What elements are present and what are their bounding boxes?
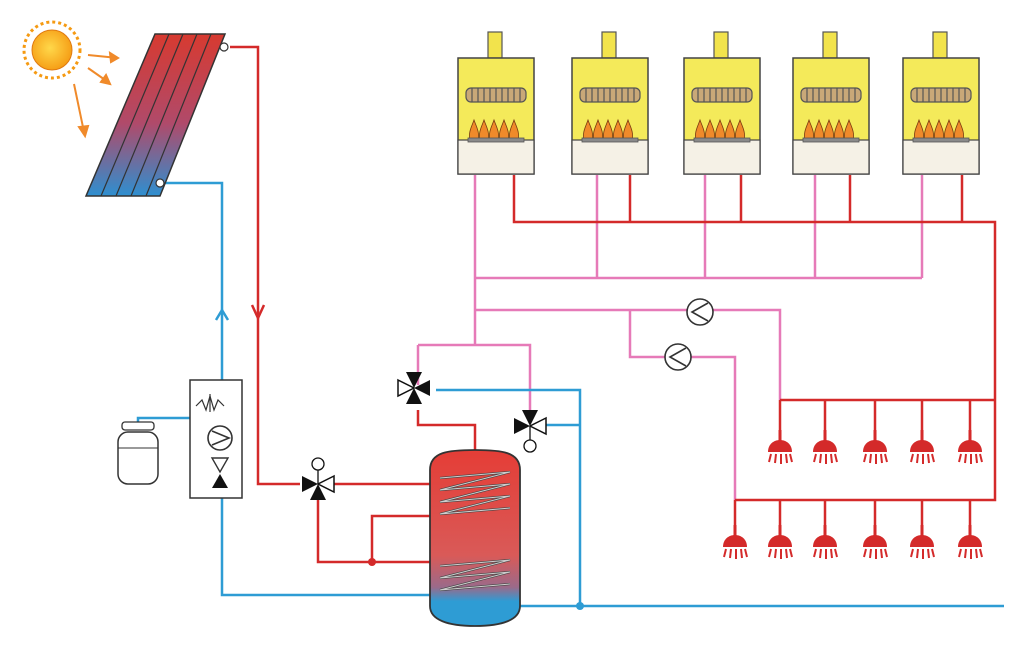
shower-heads-upper-row	[766, 428, 984, 466]
shower-heads-lower-row	[721, 523, 984, 561]
pump-station-icon	[189, 379, 243, 499]
shower-head-icon	[861, 428, 889, 466]
shower-head-icon	[721, 523, 749, 561]
pipe-junction	[576, 602, 584, 610]
circulator-pump-icon	[686, 298, 714, 326]
shower-head-icon	[766, 428, 794, 466]
mixed-water-pipes	[416, 175, 924, 500]
boiler-icon	[792, 31, 870, 175]
three-way-valve-icon	[397, 372, 430, 404]
shower-head-icon	[811, 428, 839, 466]
hot-water-pipes	[230, 45, 997, 564]
circulator-pump-icon	[664, 343, 692, 371]
solar-panel-icon	[84, 33, 229, 197]
shower-head-icon	[908, 523, 936, 561]
shower-head-icon	[908, 428, 936, 466]
boiler-icon	[902, 31, 980, 175]
boiler-icon	[571, 31, 649, 175]
boiler-icon	[683, 31, 761, 175]
pipe-junction	[368, 558, 376, 566]
expansion-vessel-icon	[117, 421, 159, 485]
boiler-icon	[457, 31, 535, 175]
sun-icon	[22, 20, 120, 139]
storage-tank-icon	[429, 449, 521, 627]
shower-head-icon	[811, 523, 839, 561]
shower-head-icon	[956, 523, 984, 561]
three-way-valve-icon	[301, 457, 335, 501]
shower-head-icon	[956, 428, 984, 466]
shower-head-icon	[861, 523, 889, 561]
shower-head-icon	[766, 523, 794, 561]
three-way-valve-icon	[514, 410, 547, 453]
